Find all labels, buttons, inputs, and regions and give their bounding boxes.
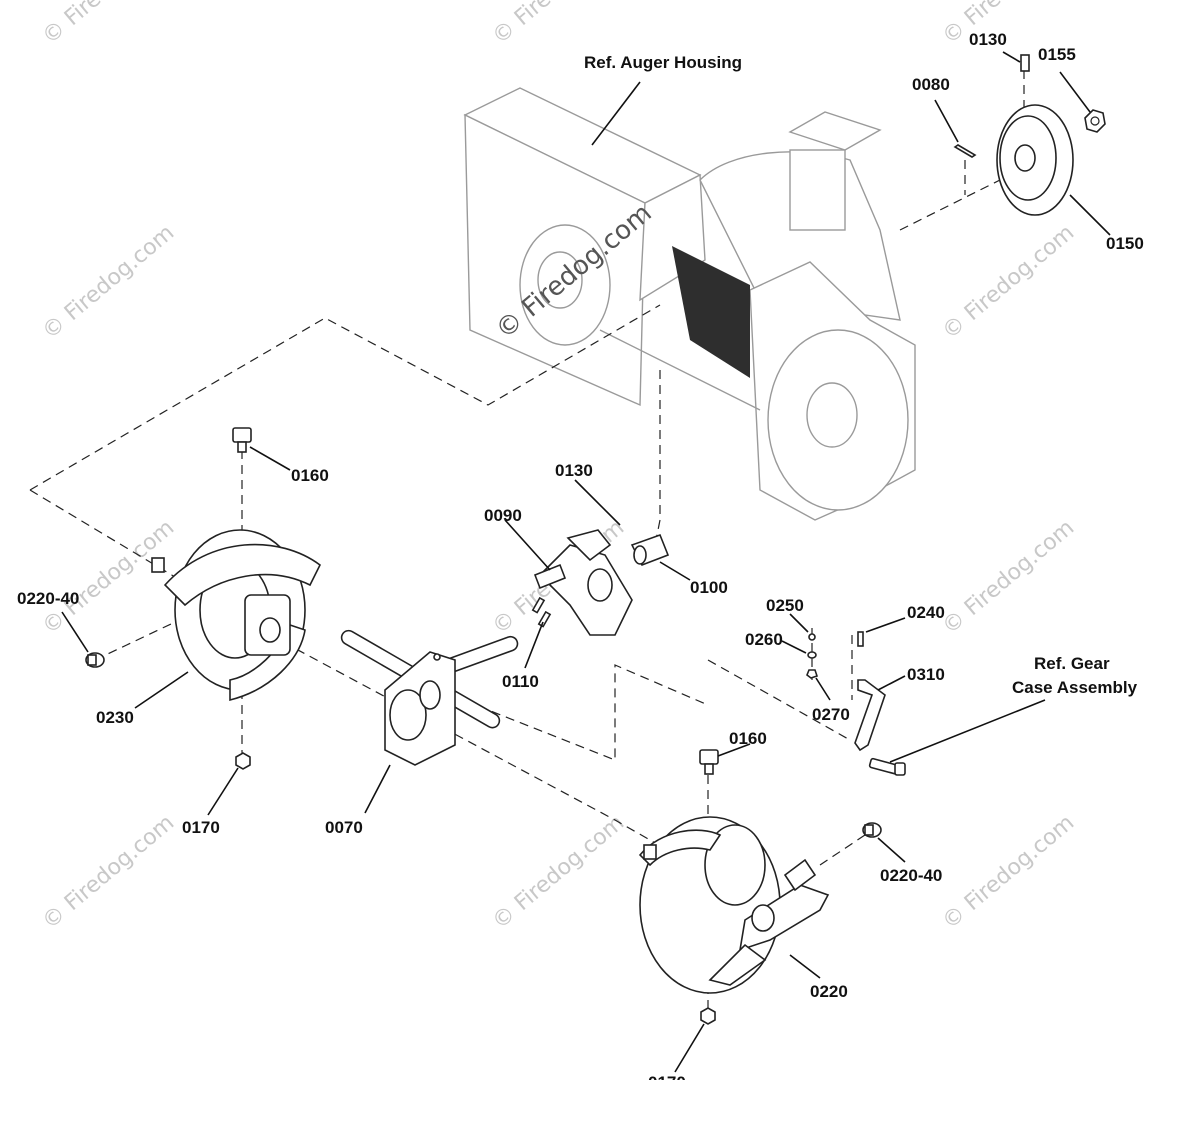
part-label-0250: 0250 (766, 596, 804, 615)
bolt-0160-left (232, 427, 252, 453)
grease-fitting-0220-40-right (862, 822, 882, 838)
part-label-0170-left: 0170 (182, 818, 220, 837)
part-label-0220-40-right: 0220-40 (880, 866, 942, 885)
gear-case-0070 (340, 629, 519, 766)
bracket-0310 (854, 679, 886, 752)
part-label-0220-40-left: 0220-40 (17, 589, 79, 608)
watermark: © Firedog.com (938, 515, 1079, 639)
part-label-0100: 0100 (690, 578, 728, 597)
bolt-0160-right (699, 749, 719, 775)
auger-housing (463, 87, 916, 521)
part-label-0130-top: 0130 (969, 30, 1007, 49)
part-label-0270: 0270 (812, 705, 850, 724)
part-label-0160-left: 0160 (291, 466, 329, 485)
auger-0220 (638, 816, 830, 994)
part-label-0240: 0240 (907, 603, 945, 622)
watermark: © Firedog.com (38, 810, 179, 934)
nut-0170-left (235, 752, 251, 770)
part-label-0150: 0150 (1106, 234, 1144, 253)
part-label-0230: 0230 (96, 708, 134, 727)
part-label-0155: 0155 (1038, 45, 1076, 64)
bolts-0110 (531, 596, 552, 628)
watermark: © Firedog.com (38, 515, 179, 639)
part-label-0080: 0080 (912, 75, 950, 94)
watermark: © Firedog.com (38, 0, 179, 50)
nut-0170-bottom (700, 1007, 716, 1025)
grease-fitting-0220-40-left (85, 652, 105, 668)
ref-gear-case-label-line2: Case Assembly (1012, 678, 1138, 697)
pulley-0150 (996, 104, 1074, 216)
auger-0230 (151, 529, 322, 702)
watermark: © Firedog.com (938, 0, 1079, 50)
part-label-0110: 0110 (502, 672, 539, 691)
part-label-0090: 0090 (484, 506, 522, 525)
part-label-0220: 0220 (810, 982, 848, 1001)
part-label-0310: 0310 (907, 665, 945, 684)
watermark: © Firedog.com (938, 220, 1079, 344)
part-label-0260: 0260 (745, 630, 783, 649)
housing-opening-dark-panel (672, 246, 750, 378)
watermark: © Firedog.com (938, 810, 1079, 934)
bolt-gear-case (868, 757, 906, 776)
part-label-0070: 0070 (325, 818, 363, 837)
set-screw-0130-top (1020, 54, 1030, 72)
key-0080 (953, 144, 977, 158)
part-label-0160-right: 0160 (729, 729, 767, 748)
watermark: © Firedog.com (488, 810, 629, 934)
watermark: © Firedog.com (38, 220, 179, 344)
shaft-0100 (630, 533, 670, 567)
leader-lines (61, 51, 1111, 1073)
bracket-0090 (533, 529, 633, 636)
linkage-hardware (806, 631, 864, 679)
ref-auger-housing-label: Ref. Auger Housing (584, 53, 742, 72)
hex-nut-0155 (1084, 109, 1106, 133)
part-label-0130-mid: 0130 (555, 461, 593, 480)
ref-gear-case-label-line1: Ref. Gear (1034, 654, 1110, 673)
bottom-crop-mask (0, 1080, 1180, 1130)
watermark: © Firedog.com (488, 0, 629, 50)
